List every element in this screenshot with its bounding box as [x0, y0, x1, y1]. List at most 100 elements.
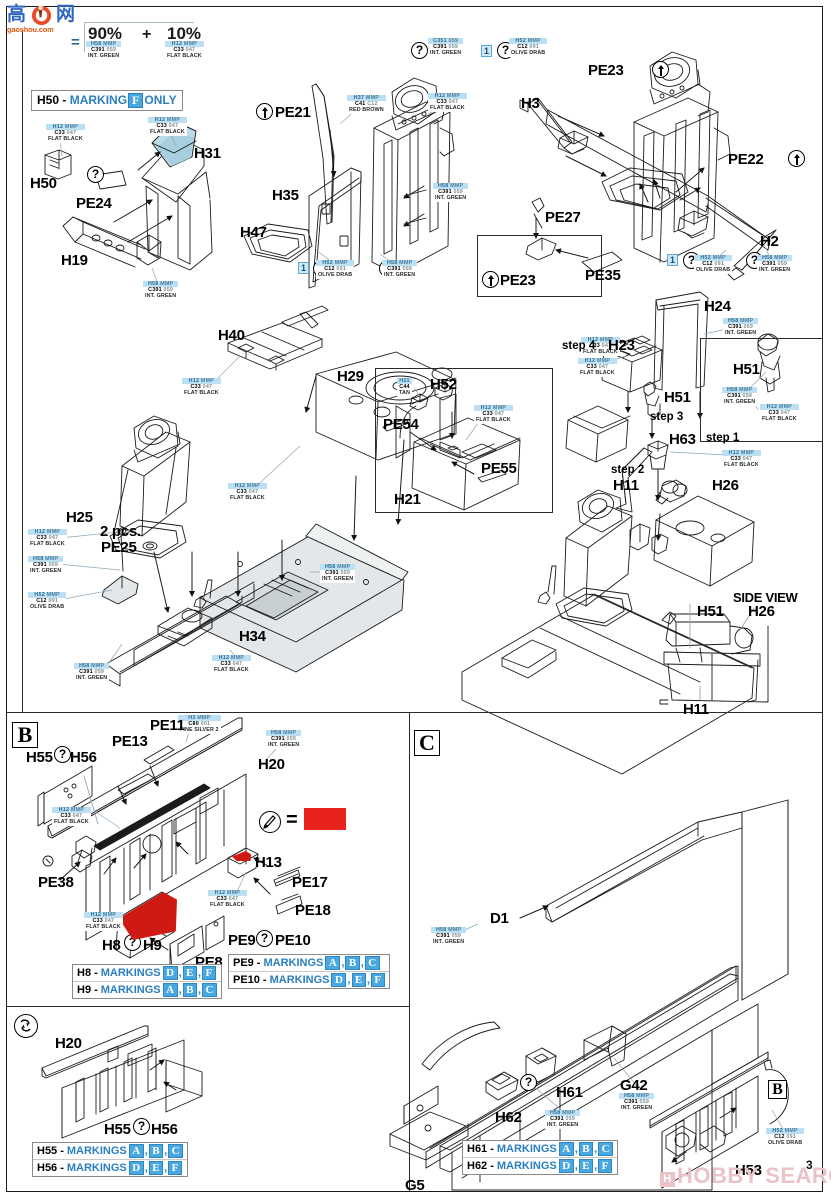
paint-code-c: C33 [54, 129, 65, 136]
paint-brand: MMP [784, 1127, 798, 1134]
paint-code-h: H12 [480, 404, 492, 411]
paint-code-h: H58 [623, 1092, 635, 1099]
part-label-h23: H23 [608, 337, 635, 354]
paint-code-h: H12 [218, 654, 230, 661]
paint-color-name: FLAT BLACK [583, 348, 618, 355]
part-label-h50: H50 [30, 175, 57, 192]
paint-code-mmp: 047 [742, 455, 753, 462]
paint-code-mmp: 047 [598, 363, 609, 370]
paint-color-name: FLAT BLACK [724, 461, 759, 468]
inset-frame-battery [375, 368, 553, 513]
question-icon-pe9-pe10: ? [256, 930, 273, 947]
part-label-pe10: PE10 [275, 932, 311, 949]
paint-color-name: FINE SILVER 2 [180, 726, 219, 733]
marking-row: H61 - MARKINGS A, B, C [463, 1141, 617, 1157]
marking-row: H8 - MARKINGS D, E, F [73, 965, 221, 981]
red-part-h13 [232, 851, 251, 861]
paint-code-mmp: 047 [104, 917, 115, 924]
flip-icon-pe23-inset [482, 271, 499, 288]
marking-table-h8-h9: H8 - MARKINGS D, E, F H9 - MARKINGS A, B… [72, 964, 222, 999]
paint-color-name: FLAT BLACK [214, 666, 249, 673]
page-number: 3 [806, 1158, 813, 1172]
part-label-h11-side: H11 [683, 701, 709, 718]
question-icon-pe24: ? [87, 166, 104, 183]
paint-brand: MMP [562, 1109, 576, 1116]
paint-code-mmp: 091 [48, 597, 59, 604]
part-label-h55-c: H55 [104, 1121, 131, 1138]
paint-code-h: H12 [584, 357, 596, 364]
paint-color-name: OLIVE DRAB [318, 271, 353, 278]
paint-brand: MMP [102, 911, 117, 918]
part-label-h56-b: H56 [70, 749, 97, 766]
part-label-h20-b: H20 [258, 756, 285, 773]
paint-code-h: H58 [727, 317, 739, 324]
paint-code-mmp: 059 [453, 188, 464, 195]
paint-brand: MMP [91, 662, 105, 669]
paint-code-c: C12 [517, 43, 528, 50]
part-label-pe35: PE35 [585, 267, 621, 284]
part-label-g5: G5 [405, 1177, 425, 1194]
part-label-h24: H24 [704, 298, 731, 315]
paint-code-c: C391 [624, 1098, 638, 1105]
paint-color-name: OLIVE DRAB [511, 49, 546, 56]
question-icon-h55-h56-c: ? [133, 1118, 150, 1135]
paint-code-h: H58 [78, 662, 90, 669]
paint-brand: MMP [337, 563, 351, 570]
paint-code-mmp: 047 [48, 534, 59, 541]
paint-color-name: INT. GREEN [759, 266, 791, 273]
question-icon-top-2: ? [411, 42, 428, 59]
paint-callout-mix-b: H12 MMP C33 047 FLAT BLACK [165, 40, 204, 60]
paint-code-h: H12 [90, 911, 102, 918]
paint-color-name: INT. GREEN [430, 49, 462, 56]
part-label-pe22: PE22 [728, 151, 764, 168]
paint-color-name: INT. GREEN [322, 575, 354, 582]
paint-code-c: C33 [216, 895, 227, 902]
paint-color-name: RED BROWN [349, 106, 384, 113]
paint-code-mmp: 047 [494, 410, 505, 417]
part-label-pe38: PE38 [38, 874, 74, 891]
paint-code-c: C33 [92, 917, 103, 924]
paint-code-c: C391 [325, 569, 339, 576]
paint-color-name: INT. GREEN [384, 271, 416, 278]
marking-table-pe9-pe10: PE9 - MARKINGS A, B, C PE10 - MARKINGS D… [228, 954, 390, 989]
paint-code-h: H12 [34, 528, 46, 535]
divider-vertical-bc [409, 712, 411, 1192]
paint-code-h: H58 [386, 259, 398, 266]
section-label-b-main: B [12, 722, 38, 748]
paint-color-name: FLAT BLACK [580, 369, 615, 376]
paint-code-mmp: 001 [200, 720, 211, 727]
paint-code-c: C12 [36, 597, 47, 604]
paint-code-h: H12 [587, 336, 599, 343]
paint-brand: MMP [446, 92, 461, 99]
part-label-g42: G42 [620, 1077, 648, 1094]
paint-brand: MMP [46, 591, 60, 598]
part-label-h20-c: H20 [55, 1035, 82, 1052]
paint-color-name: FLAT BLACK [184, 389, 219, 396]
marking-row: H55 - MARKINGS A, B, C [33, 1143, 187, 1159]
paint-code-h: H58 [435, 926, 447, 933]
part-label-d1: D1 [490, 910, 509, 927]
paint-brand: MMP [46, 528, 61, 535]
paint-code-mmp: 091 [336, 265, 347, 272]
paint-code-c: C33 [586, 363, 597, 370]
part-label-h21: H21 [394, 491, 421, 508]
part-label-pe13: PE13 [112, 733, 148, 750]
logo-cjk-right: 网 [56, 3, 76, 25]
logo-cjk-left: 高 [7, 3, 27, 25]
paint-code-h: H12 [154, 116, 166, 123]
paint-code-c: C391 [148, 286, 162, 293]
paint-code-c: C33 [220, 660, 231, 667]
paint-code-h: H58 [549, 1109, 561, 1116]
paint-color-name: FLAT BLACK [762, 415, 797, 422]
part-label-h3: H3 [521, 95, 540, 112]
mix-percent-a: 90% [88, 24, 123, 43]
gear-icon [31, 5, 52, 26]
